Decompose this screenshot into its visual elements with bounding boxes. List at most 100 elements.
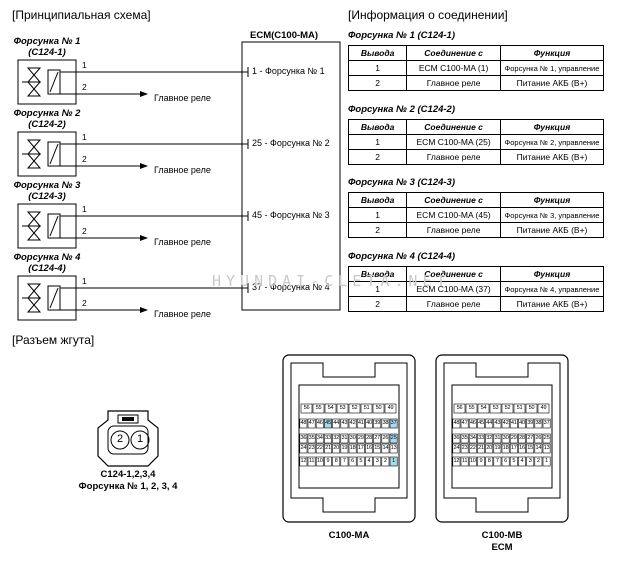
connector-pin: 41 (510, 420, 517, 426)
ecm-pin-label-4: 37 - Форсунка № 4 (252, 282, 330, 292)
connection-table-title-2: Форсунка № 2 (C124-2) (348, 104, 455, 115)
connector-pin: 47 (308, 420, 315, 426)
injector-title-2: Форсунка № 2 (13, 108, 81, 119)
table-cell: 2 (347, 222, 408, 238)
connector-pin: 7 (342, 458, 346, 464)
connection-section-title: [Информация о соединении] (348, 8, 508, 22)
connector-pin: 38 (535, 420, 542, 426)
connector-pin: 42 (349, 420, 356, 426)
connection-table-title-4: Форсунка № 4 (C124-4) (348, 251, 455, 262)
connector-pin: 21 (478, 445, 484, 451)
connector-pin: 16 (366, 445, 372, 451)
connector-pin: 15 (374, 445, 381, 451)
connector-pin: 20 (333, 445, 340, 451)
connector-pin: 50 (375, 405, 382, 411)
connector-pin: 4 (520, 458, 524, 464)
connector-pin: 51 (516, 405, 523, 411)
harness-section-title: [Разъем жгута] (12, 333, 95, 347)
ecm-connector-1 (282, 354, 416, 523)
connector-pin: 1 (545, 458, 549, 464)
connector-pin: 14 (535, 445, 542, 451)
table-cell: Питание АКБ (B+) (499, 296, 605, 312)
main-relay-label-3: Главное реле (154, 237, 211, 247)
injector-pin2-label-2: 2 (82, 154, 87, 164)
connector-pin: 49 (387, 405, 394, 411)
injector-symbol-3 (17, 203, 249, 249)
connector-pin: 11 (461, 458, 468, 464)
connector-pin: 9 (326, 458, 330, 464)
connector-pin: 40 (366, 420, 372, 426)
table-cell: 2 (347, 75, 408, 91)
connector-pin: 12 (300, 458, 307, 464)
connector-pin: 32 (486, 435, 493, 441)
injector-pin-2: 2 (116, 433, 124, 445)
connector-pin: 33 (478, 435, 484, 441)
connector-pin: 33 (325, 435, 331, 441)
connector-pin: 54 (327, 405, 334, 411)
connector-pin: 5 (512, 458, 516, 464)
connector-pin: 43 (494, 420, 501, 426)
connector-pin: 24 (300, 445, 307, 451)
connector-pin: 49 (540, 405, 547, 411)
connection-table-title-1: Форсунка № 1 (C124-1) (348, 30, 455, 41)
connector-pin: 30 (502, 435, 509, 441)
connector-pin: 19 (341, 445, 348, 451)
ecm-connector-subcaption-2: ECM (491, 542, 513, 553)
connector-pin: 4 (367, 458, 371, 464)
connector-pin: 28 (366, 435, 372, 441)
table-cell: Главное реле (406, 222, 501, 238)
connector-pin: 51 (363, 405, 370, 411)
connector-pin: 24 (453, 445, 460, 451)
connector-pin: 31 (341, 435, 348, 441)
injector-pin2-label-1: 2 (82, 82, 87, 92)
table-cell: Питание АКБ (B+) (499, 149, 605, 165)
table-cell: 2 (347, 149, 408, 165)
connector-pin: 3 (375, 458, 379, 464)
connector-pin: 29 (357, 435, 364, 441)
connector-pin: 28 (519, 435, 525, 441)
injector-symbol-1 (17, 59, 249, 105)
ecm-connector-2 (435, 354, 569, 523)
table-cell: Питание АКБ (B+) (499, 75, 605, 91)
connector-pin: 27 (527, 435, 534, 441)
injector-connector-caption-2: Форсунка № 1, 2, 3, 4 (78, 481, 178, 492)
connector-pin: 13 (543, 445, 550, 451)
connector-pin: 30 (349, 435, 356, 441)
connector-pin: 55 (468, 405, 475, 411)
ecm-connector-caption-2: C100-MB (481, 530, 523, 541)
injector-pin2-label-4: 2 (82, 298, 87, 308)
connector-pin: 52 (351, 405, 358, 411)
injector-symbol-2 (17, 131, 249, 177)
connector-pin: 34 (316, 435, 323, 441)
connector-pin: 27 (374, 435, 381, 441)
connector-pin: 37 (543, 420, 550, 426)
connector-pin: 5 (359, 458, 363, 464)
connector-pin: 54 (480, 405, 487, 411)
connector-pin: 9 (479, 458, 483, 464)
connector-pin: 6 (351, 458, 355, 464)
connector-pin: 48 (453, 420, 460, 426)
connector-pin: 2 (536, 458, 540, 464)
connector-pin: 37 (390, 420, 397, 426)
injector-pin1-label-3: 1 (82, 204, 87, 214)
connector-pin: 44 (486, 420, 493, 426)
connector-pin: 53 (492, 405, 499, 411)
connector-pin: 23 (308, 445, 315, 451)
connector-pin: 13 (390, 445, 397, 451)
connector-pin: 39 (374, 420, 381, 426)
connector-pin: 41 (357, 420, 364, 426)
main-relay-label-2: Главное реле (154, 165, 211, 175)
connector-pin: 25 (543, 435, 550, 441)
connector-pin: 55 (315, 405, 322, 411)
injector-pin1-label-1: 1 (82, 60, 87, 70)
connector-pin: 10 (316, 458, 323, 464)
connector-pin: 50 (528, 405, 535, 411)
injector-title-4: Форсунка № 4 (13, 252, 81, 263)
